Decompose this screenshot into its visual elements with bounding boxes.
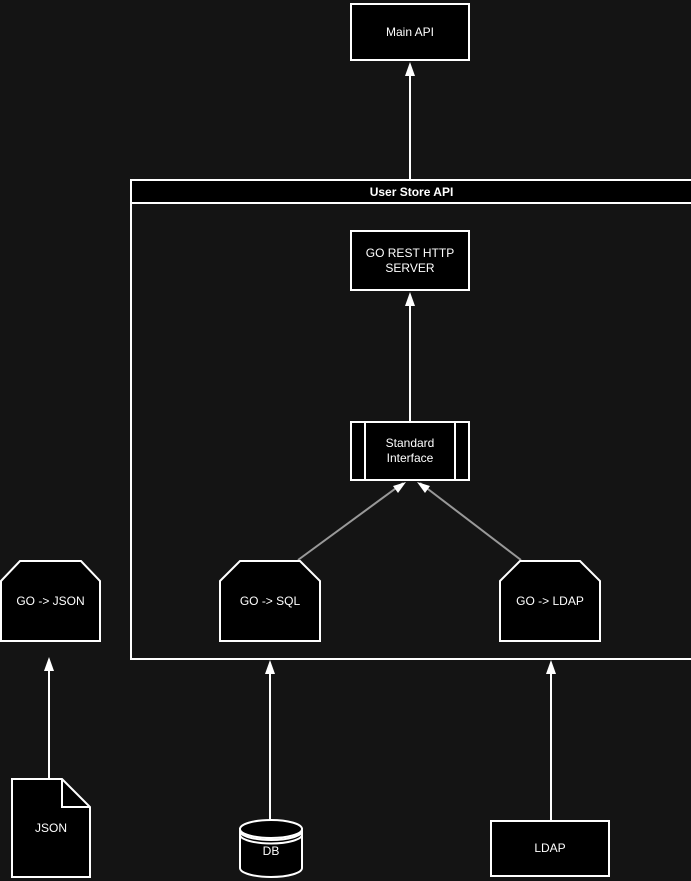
go-rest-http-server-label: GO REST HTTP SERVER: [365, 245, 455, 275]
ldap-label: LDAP: [534, 841, 566, 855]
db-cylinder-shape: [239, 819, 303, 878]
go-rest-http-server-node: GO REST HTTP SERVER: [350, 230, 470, 291]
interface-right-band: [454, 423, 456, 479]
ldap-node: LDAP: [490, 820, 610, 877]
user-store-api-title: User Store API: [369, 184, 454, 199]
user-store-api-titlebar: User Store API: [132, 181, 691, 204]
go-sql-shape: [219, 560, 321, 642]
edge-userstore-to-mainapi: [405, 62, 415, 179]
go-ldap-shape: [499, 560, 601, 642]
edge-interface-to-gorest: [405, 292, 415, 421]
edge-db-to-userstore: [265, 660, 275, 820]
edge-goldap-to-interface: [417, 482, 522, 561]
edge-ldap-to-userstore: [546, 660, 556, 820]
user-store-api-container: User Store API: [130, 179, 691, 660]
edge-jsonfile-to-gojson: [44, 657, 54, 779]
interface-left-band: [364, 423, 366, 479]
edge-gosql-to-interface: [297, 482, 406, 561]
main-api-node: Main API: [350, 3, 470, 61]
standard-interface-node: Standard Interface: [350, 421, 470, 481]
json-file-shape: [11, 778, 91, 878]
main-api-label: Main API: [385, 24, 435, 39]
standard-interface-label: Standard Interface: [385, 436, 435, 465]
go-json-shape: [0, 560, 101, 642]
